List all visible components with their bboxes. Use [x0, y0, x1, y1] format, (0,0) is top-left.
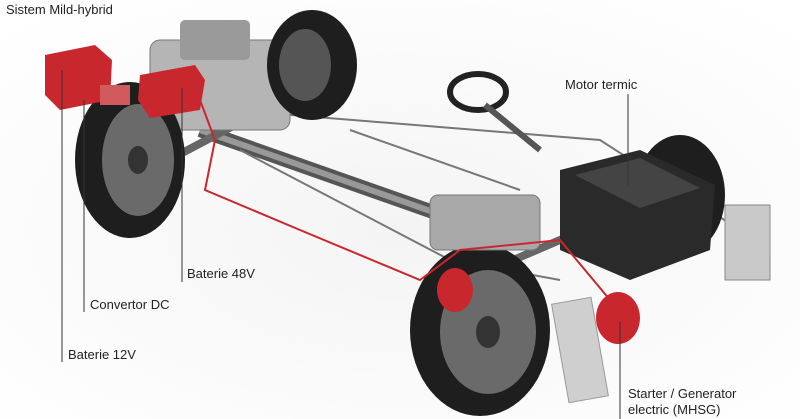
diagram-title: Sistem Mild-hybrid [6, 2, 113, 17]
steering-wheel [447, 71, 509, 113]
label-starter-line2: electric (MHSG) [628, 402, 721, 417]
hybrid-components [45, 45, 640, 344]
label-dc-converter: Convertor DC [90, 297, 170, 312]
battery-48v [138, 65, 205, 118]
label-battery-12v: Baterie 12V [68, 347, 136, 362]
label-starter-line1: Starter / Generator [628, 386, 737, 401]
high-voltage-cable [199, 99, 611, 301]
radiator [724, 204, 771, 281]
dc-converter [100, 85, 130, 105]
rear-differential [180, 20, 250, 60]
label-engine: Motor termic [565, 77, 638, 92]
mhsg-starter [596, 292, 640, 344]
label-battery-48v: Baterie 48V [187, 266, 255, 281]
leader-lines [61, 70, 629, 419]
